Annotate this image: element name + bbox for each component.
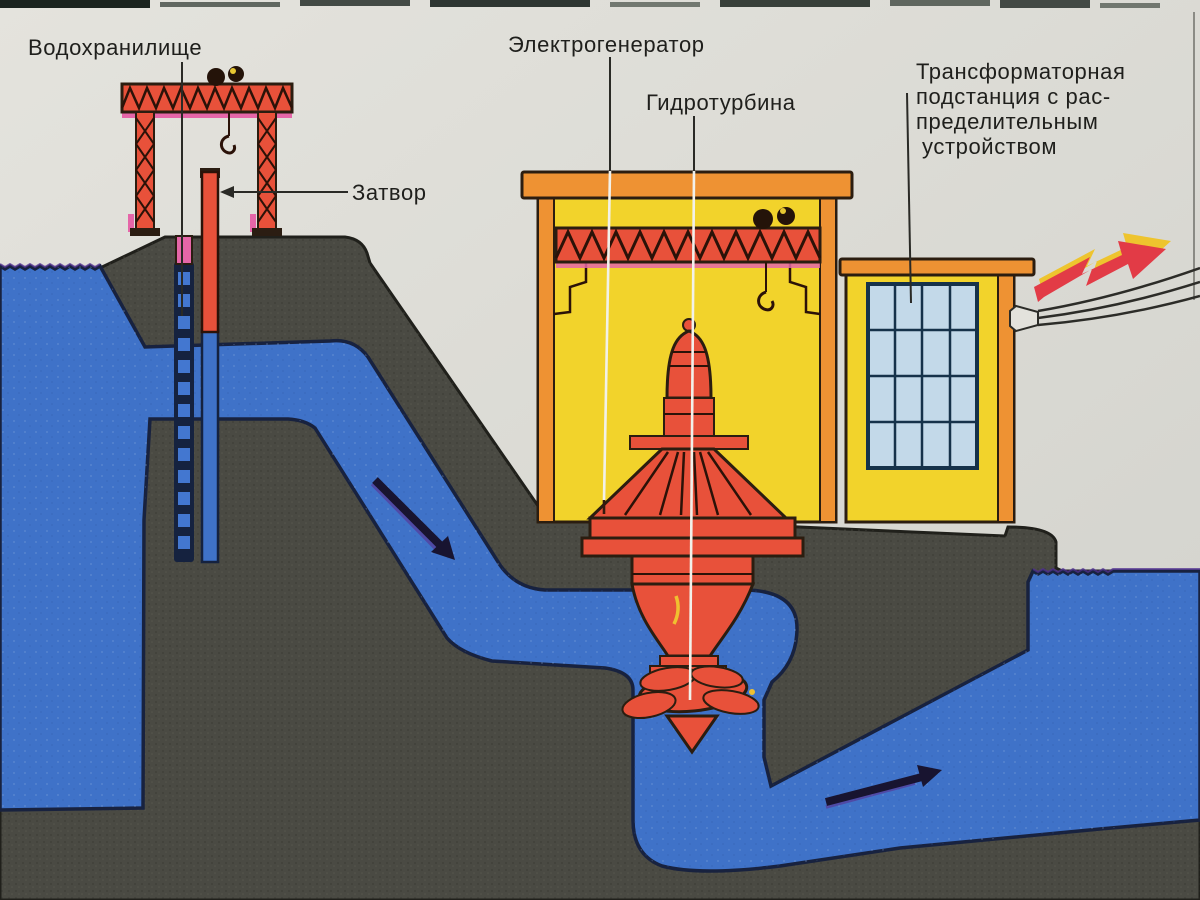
trolley-glint <box>230 68 236 74</box>
powerhouse-pilaster <box>537 197 555 523</box>
trolley-glint <box>780 208 786 214</box>
page-edge-artifact <box>0 0 1195 300</box>
diagram-labels: Водохранилище Электрогенератор Гидротурб… <box>28 32 1125 205</box>
powerhouse-roof <box>520 170 854 200</box>
leader-lines <box>181 57 912 701</box>
power-line <box>1037 266 1200 313</box>
print-offset-pink <box>122 112 292 118</box>
flow-arrow-penstock-icon <box>372 477 443 548</box>
intake-gate <box>200 170 220 334</box>
crane-trolley <box>228 66 244 82</box>
crane-foot <box>130 228 160 236</box>
insulator <box>1009 304 1039 333</box>
overhead-crane-trolley <box>753 209 773 229</box>
leader-line-transformer <box>906 92 912 304</box>
flow-arrows <box>370 477 942 809</box>
generator-turbine-unit <box>580 318 805 755</box>
powerhouse-pilaster <box>819 197 837 523</box>
label-transformer-line1: Трансформаторная <box>916 59 1125 84</box>
overhead-crane-hook-icon <box>757 290 775 312</box>
label-generator: Электрогенератор <box>508 32 705 57</box>
label-transformer-line2: подстанция с рас- <box>916 84 1111 109</box>
print-offset-pink <box>250 214 256 232</box>
substation-building <box>838 257 1036 524</box>
lightning-arrow-icon <box>1034 241 1166 302</box>
generator-dome <box>665 329 713 400</box>
dome-bands <box>669 351 709 367</box>
flow-arrow-tailrace-head <box>917 765 942 787</box>
label-transformer: Трансформаторная подстанция с рас- преде… <box>916 59 1125 159</box>
power-line <box>1037 280 1200 320</box>
power-output <box>1009 233 1200 333</box>
label-transformer-line4: устройством <box>922 134 1057 159</box>
trash-rack-cap <box>175 235 193 265</box>
crane-trolley <box>207 68 225 86</box>
crane-leg-bracing <box>135 117 277 223</box>
print-offset-pink <box>128 214 134 232</box>
intake-structures <box>174 168 220 564</box>
power-line <box>1037 294 1200 327</box>
gantry-crane <box>120 66 294 236</box>
runner-cone <box>664 714 720 755</box>
substation-roof <box>838 257 1036 277</box>
paint-glint <box>672 595 680 625</box>
turbine-housing <box>630 554 755 586</box>
window-grid <box>868 284 977 468</box>
gate-slot <box>200 328 220 564</box>
print-offset-purple <box>370 482 438 551</box>
crane-beam-truss <box>120 84 294 112</box>
water-texture <box>0 266 1200 871</box>
crane-foot <box>252 228 282 236</box>
flow-arrow-penstock-head <box>431 536 455 560</box>
print-offset-purple <box>825 781 916 809</box>
generator-drum <box>663 397 715 437</box>
tailwater-wave-line <box>1032 567 1200 574</box>
leader-line-turbine-inner <box>688 170 696 701</box>
leader-line-generator-inner <box>602 170 612 501</box>
turbine-runner <box>621 665 760 755</box>
waterway <box>0 262 1200 873</box>
label-turbine: Гидротурбина <box>646 90 796 115</box>
label-reservoir: Водохранилище <box>28 35 202 60</box>
flow-arrow-tailrace-icon <box>824 773 924 806</box>
overhead-crane-truss-web <box>554 228 822 262</box>
overhead-crane-trolley <box>777 207 795 225</box>
skirt-struts <box>623 451 753 516</box>
crane-hook-icon <box>220 134 236 155</box>
label-transformer-line3: пределительным <box>916 109 1099 134</box>
gate-pointer-arrowhead <box>220 186 234 198</box>
generator-platform <box>629 435 749 450</box>
label-gate: Затвор <box>352 180 427 205</box>
reservoir-wave-line <box>0 262 101 269</box>
print-offset-pink <box>556 262 820 268</box>
